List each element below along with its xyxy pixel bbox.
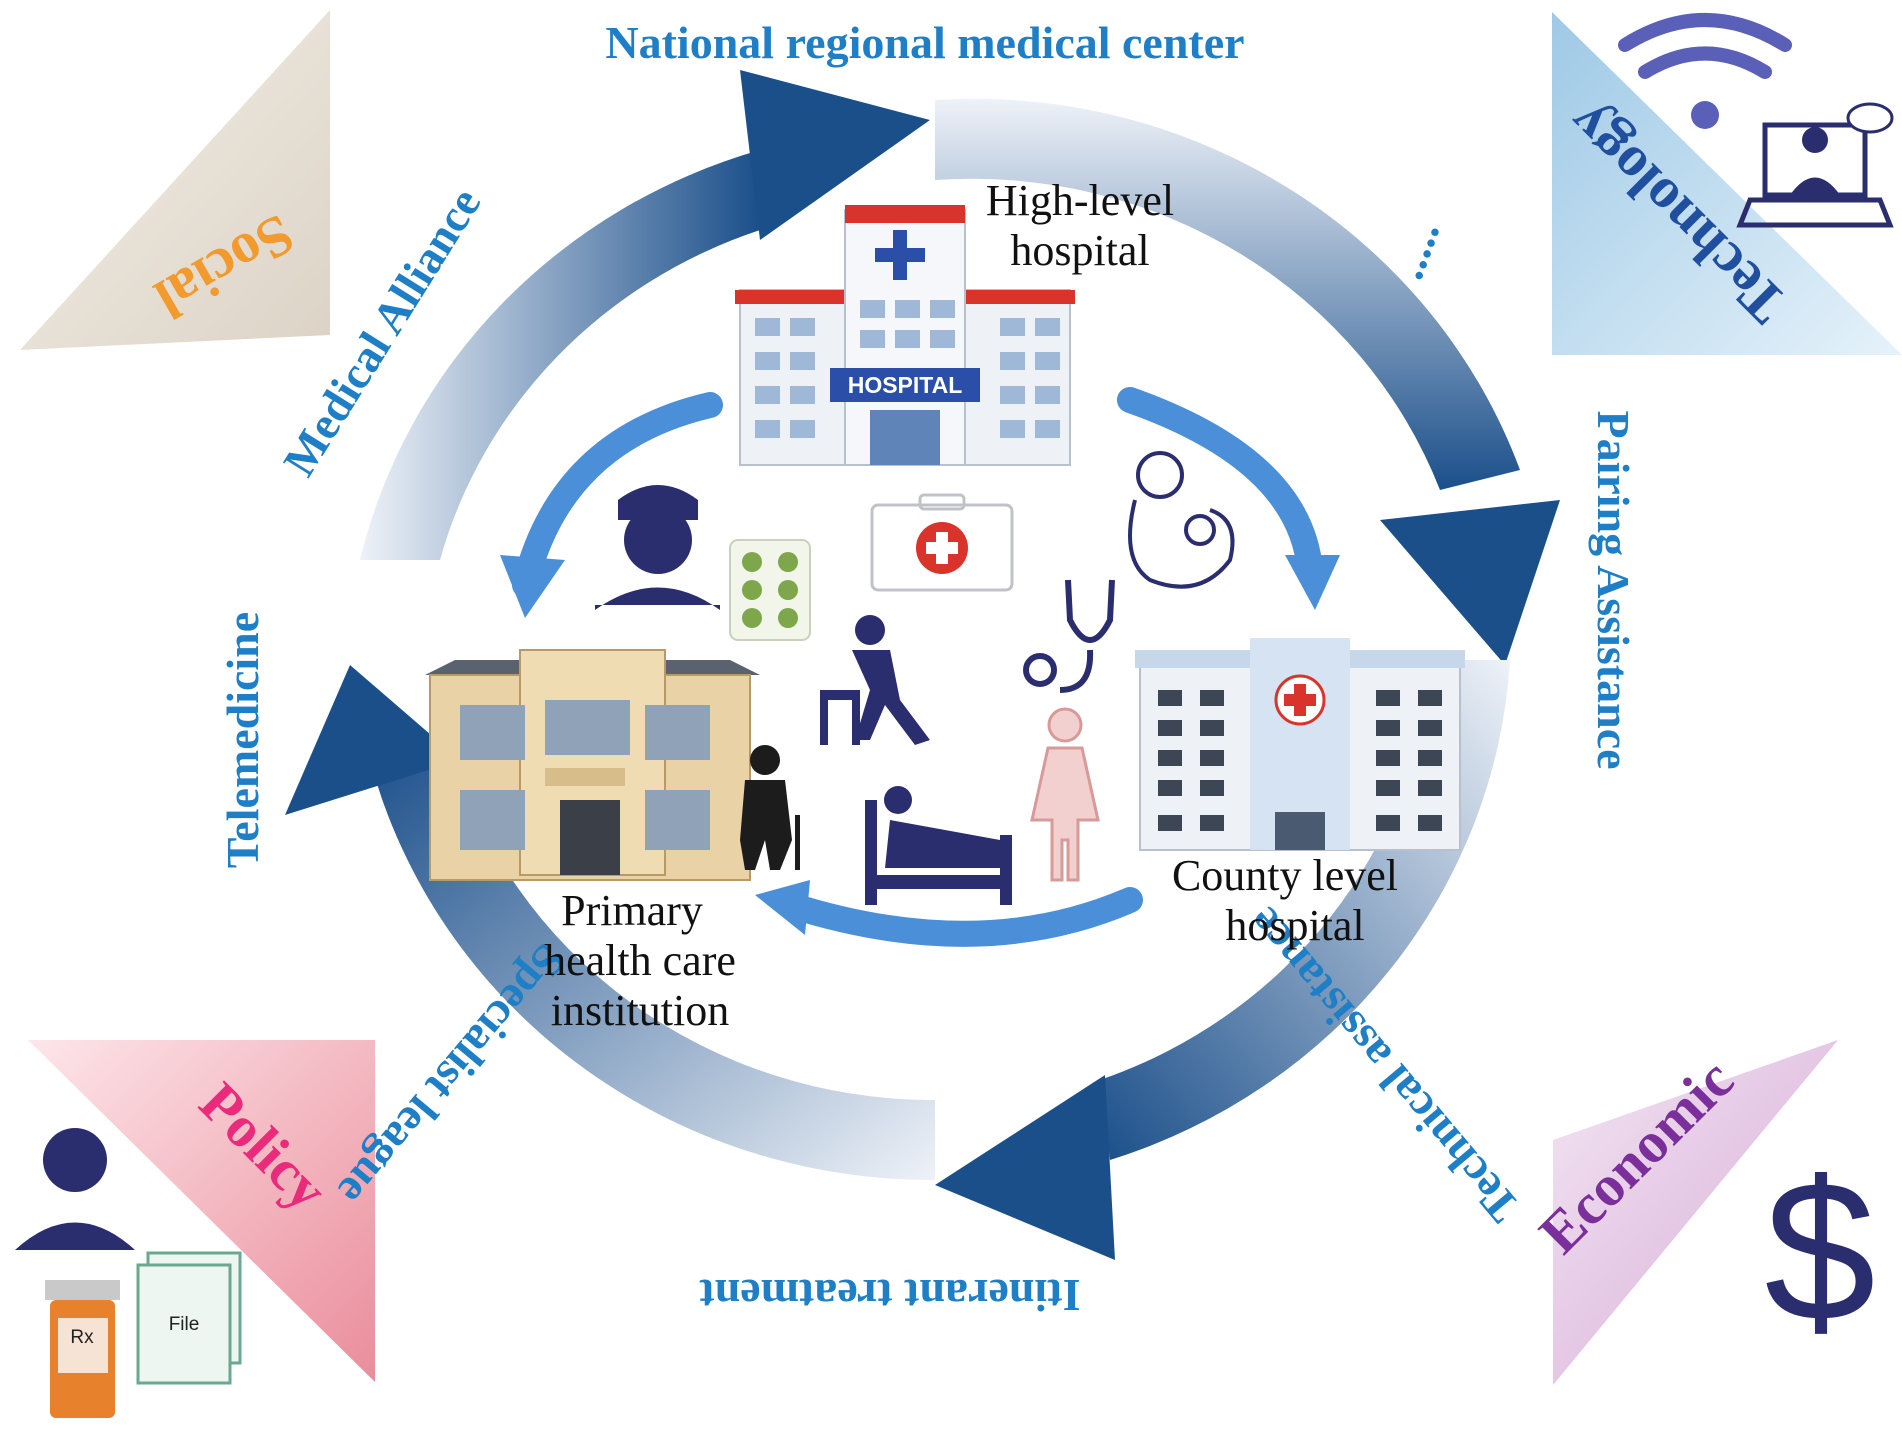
ring-arrowhead-top bbox=[740, 70, 930, 240]
nurse-icon bbox=[595, 485, 720, 610]
rx-label: Rx bbox=[70, 1327, 94, 1348]
county-hospital-label-line2: hospital bbox=[1225, 901, 1364, 950]
pill-pack-icon bbox=[729, 539, 811, 641]
ring-arrow-right bbox=[935, 98, 1520, 491]
inner-arrowhead-right bbox=[1285, 555, 1340, 610]
inner-arrow-left bbox=[512, 392, 723, 598]
doctor-icon bbox=[15, 1128, 135, 1250]
ring-label-top: National regional medical center bbox=[605, 17, 1244, 68]
primary-care-label-line1: Primary bbox=[561, 886, 703, 935]
ring-arrow-top bbox=[360, 150, 760, 560]
ring-label-left: Telemedicine bbox=[217, 612, 268, 868]
dollar-icon: $ bbox=[1764, 1140, 1875, 1363]
file-icon: File bbox=[136, 1251, 242, 1385]
social-corner: Social bbox=[20, 10, 330, 350]
ring-label-bottom: Itinerant treatment bbox=[699, 1270, 1081, 1321]
cycle-ring bbox=[285, 70, 1560, 1260]
elderly-walker-icon bbox=[820, 615, 930, 745]
inner-arrow-right bbox=[1117, 387, 1323, 583]
file-label: File bbox=[169, 1314, 200, 1335]
woman-icon bbox=[1030, 707, 1100, 882]
high-level-hospital-label-line2: hospital bbox=[1010, 226, 1149, 275]
wifi-icon bbox=[1618, 13, 1792, 129]
mother-baby-icon bbox=[1128, 451, 1235, 589]
first-aid-kit-icon bbox=[870, 493, 1014, 592]
high-level-hospital-building: HOSPITAL bbox=[735, 205, 1075, 466]
hospital-sign bbox=[830, 368, 980, 402]
telemedicine-laptop-icon bbox=[1736, 102, 1894, 228]
primary-care-label-line2: health care bbox=[544, 936, 736, 985]
inner-arrowhead-bottom bbox=[755, 880, 810, 935]
ring-arrowhead-bottom bbox=[935, 1075, 1115, 1260]
elderly-cane-icon bbox=[740, 745, 800, 870]
policy-corner: Policy bbox=[28, 1040, 375, 1382]
ring-arrowhead-right bbox=[1380, 500, 1560, 665]
primary-care-building bbox=[425, 649, 760, 881]
prescription-bottle-icon: Rx bbox=[45, 1280, 120, 1418]
inner-flow-arrows bbox=[500, 387, 1340, 947]
primary-care-label-line3: institution bbox=[551, 986, 729, 1035]
county-hospital-building bbox=[1135, 638, 1465, 851]
ring-label-right: Pairing Assistance bbox=[1588, 410, 1639, 769]
stethoscope-icon bbox=[1023, 579, 1115, 693]
inner-arrowhead-left bbox=[500, 555, 565, 618]
patient-bed-icon bbox=[865, 786, 1012, 905]
ring-arrow-left bbox=[370, 745, 935, 1181]
ring-arrowhead-left bbox=[285, 665, 460, 815]
county-hospital-label-line1: County level bbox=[1172, 851, 1398, 900]
inner-arrow-bottom bbox=[777, 887, 1143, 947]
high-level-hospital-label-line1: High-level bbox=[986, 176, 1174, 225]
hospital-sign-label: HOSPITAL bbox=[848, 372, 963, 398]
